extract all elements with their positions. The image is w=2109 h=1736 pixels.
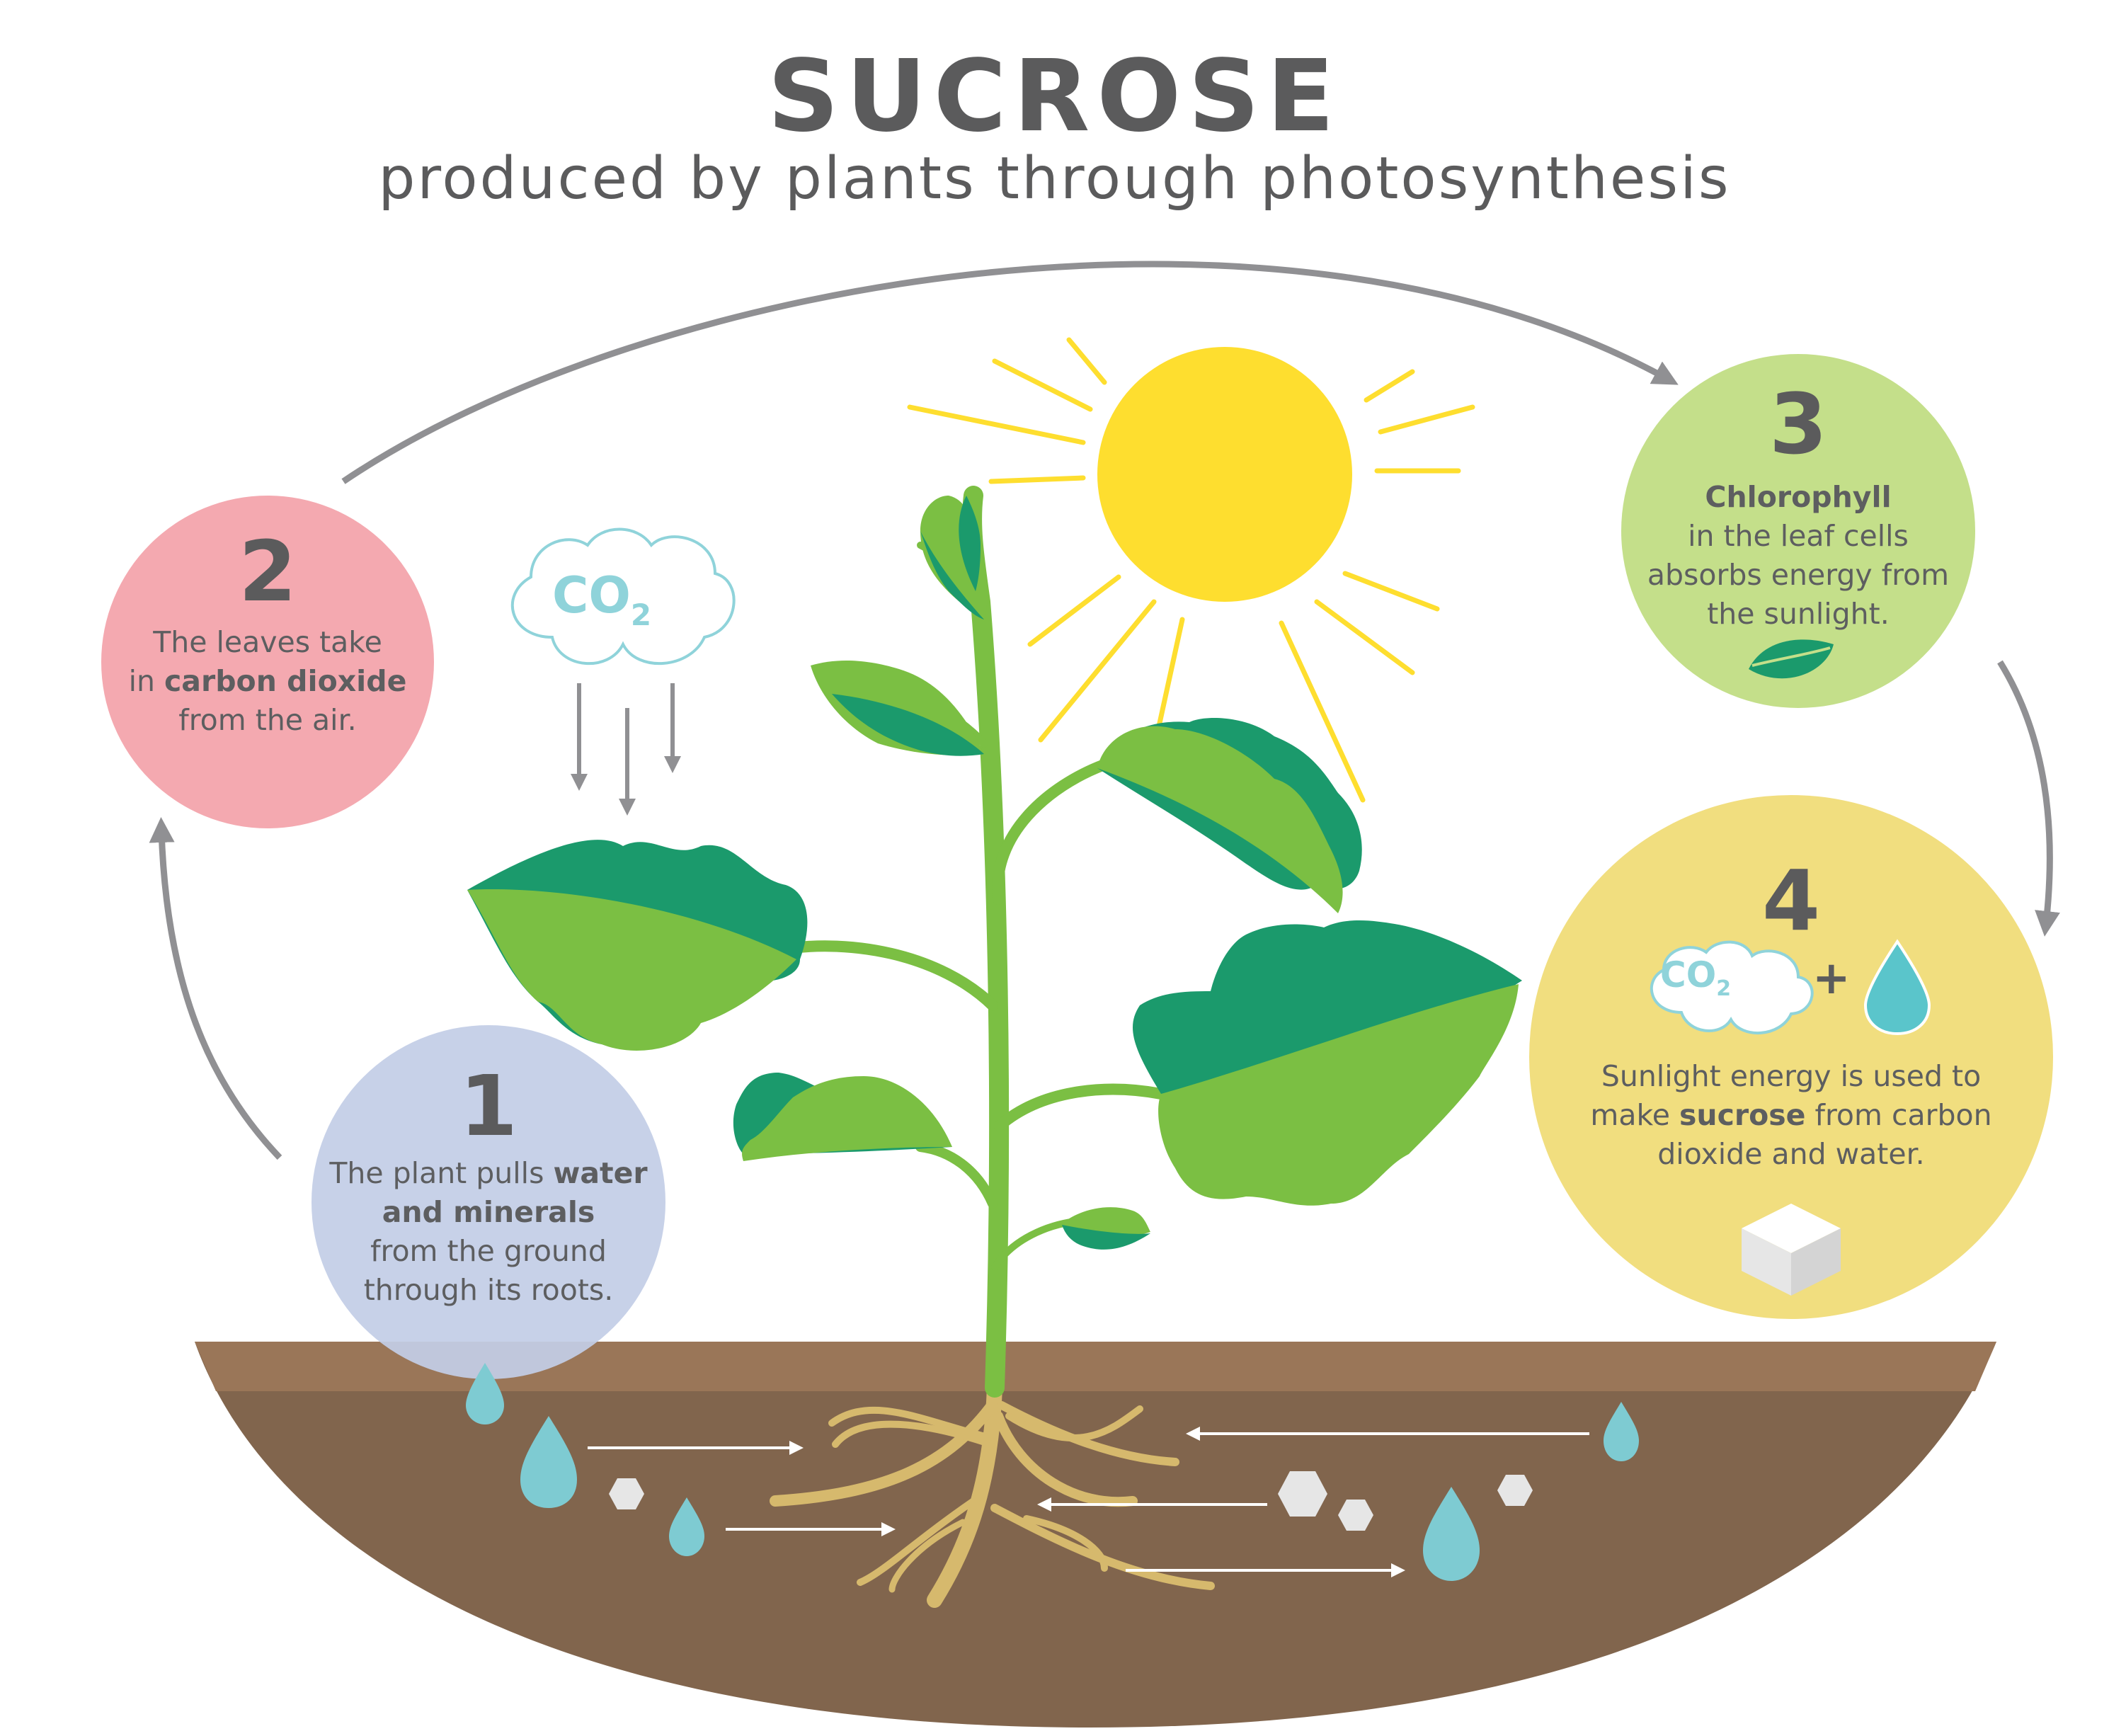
step-2-line-3: from the air.: [178, 703, 357, 737]
co2-cloud-icon: [511, 527, 736, 666]
water-drop-icon: [1423, 1487, 1480, 1581]
step-4-line-2-suffix: from carbon: [1805, 1098, 1992, 1132]
mineral-hexagon-icon: [1338, 1500, 1373, 1531]
cycle-arrow-icon: [341, 261, 1679, 484]
co2-text: CO: [1660, 954, 1717, 995]
step-1-number: 1: [459, 1057, 518, 1155]
step4-circle: [1529, 795, 2053, 1319]
co2-intake-arrows: [571, 683, 681, 816]
step-4-line-3: dioxide and water.: [1657, 1137, 1925, 1171]
co2-label: CO2: [1660, 954, 1731, 1001]
cycle-arrow-icon: [149, 817, 282, 1160]
step-1-line-4: through its roots.: [363, 1273, 614, 1307]
water-drops: [466, 1363, 1639, 1581]
step-3-line-4: the sunlight.: [1707, 597, 1890, 631]
sun-icon: [907, 337, 1475, 803]
step-1: 1 The plant pulls water and minerals fro…: [312, 1025, 665, 1379]
step-1-line-3: from the ground: [370, 1234, 607, 1268]
cycle-arrow-icon: [1997, 660, 2060, 937]
step-1-line-1: The plant pulls: [329, 1156, 554, 1190]
step-3-line-2: in the leaf cells: [1688, 519, 1909, 553]
co2-subscript: 2: [1716, 976, 1732, 1001]
step-4-line-2-prefix: make: [1590, 1098, 1679, 1132]
step-2: 2 The leaves take in carbon dioxide from…: [101, 496, 434, 828]
co2-text: CO: [552, 566, 631, 624]
page-subtitle: produced by plants through photosynthesi…: [378, 145, 1731, 212]
step-1-bold-minerals: and minerals: [382, 1195, 595, 1229]
water-drop-icon: [520, 1416, 577, 1508]
soil-flow-arrows: [588, 1427, 1589, 1577]
step-2-bold-carbon-dioxide: carbon dioxide: [164, 664, 407, 698]
plant-roots: [770, 1380, 1215, 1608]
step-4: 4 CO2 + Sunlight energy is used to make …: [1529, 838, 2053, 1361]
leaf-icon: [1749, 639, 1834, 679]
mineral-hexagon-icon: [609, 1478, 644, 1509]
step-1-bold-water: water: [553, 1156, 648, 1190]
step-4-number: 4: [1761, 852, 1821, 949]
step-3-number: 3: [1768, 375, 1828, 473]
step-3: 3 Chlorophyll in the leaf cells absorbs …: [1621, 354, 1975, 708]
step-3-line-3: absorbs energy from: [1647, 558, 1950, 592]
plus-sign: +: [1812, 952, 1851, 1005]
co2-subscript: 2: [630, 598, 652, 632]
step-4-description: Sunlight energy is used to make sucrose …: [1529, 1057, 2053, 1174]
step-1-description: The plant pulls water and minerals from …: [312, 1154, 665, 1310]
water-drop-icon: [669, 1497, 704, 1556]
co2-label: CO2: [552, 566, 651, 632]
minerals: [609, 1471, 1533, 1531]
water-drop-icon: [1863, 939, 1931, 1036]
mineral-hexagon-icon: [1278, 1471, 1327, 1517]
plant-leaves: [467, 496, 1522, 1250]
cycle-arrows: [149, 261, 2060, 1160]
step-2-number: 2: [238, 522, 297, 620]
step-2-line-1: The leaves take: [153, 625, 382, 659]
co2-cloud-icon: [1650, 940, 1814, 1034]
soil: [195, 1342, 1996, 1728]
step-3-description: Chlorophyll in the leaf cells absorbs en…: [1621, 478, 1975, 634]
step-4-line-1: Sunlight energy is used to: [1601, 1059, 1982, 1093]
plant-stem: [759, 486, 1167, 1398]
step-2-line-2-prefix: in: [128, 664, 164, 698]
step1-circle: [312, 1025, 665, 1379]
page-title: SUCROSE: [767, 39, 1342, 154]
step3-circle: [1621, 354, 1975, 708]
step-4-bold-sucrose: sucrose: [1679, 1098, 1806, 1132]
water-drop-icon: [1604, 1402, 1639, 1461]
mineral-hexagon-icon: [1497, 1475, 1533, 1506]
step-2-description: The leaves take in carbon dioxide from t…: [101, 623, 434, 740]
step-3-bold-chlorophyll: Chlorophyll: [1705, 480, 1892, 514]
sugar-cube-icon: [1742, 1204, 1841, 1296]
step2-circle: [101, 496, 434, 828]
water-drop-icon: [466, 1363, 504, 1424]
